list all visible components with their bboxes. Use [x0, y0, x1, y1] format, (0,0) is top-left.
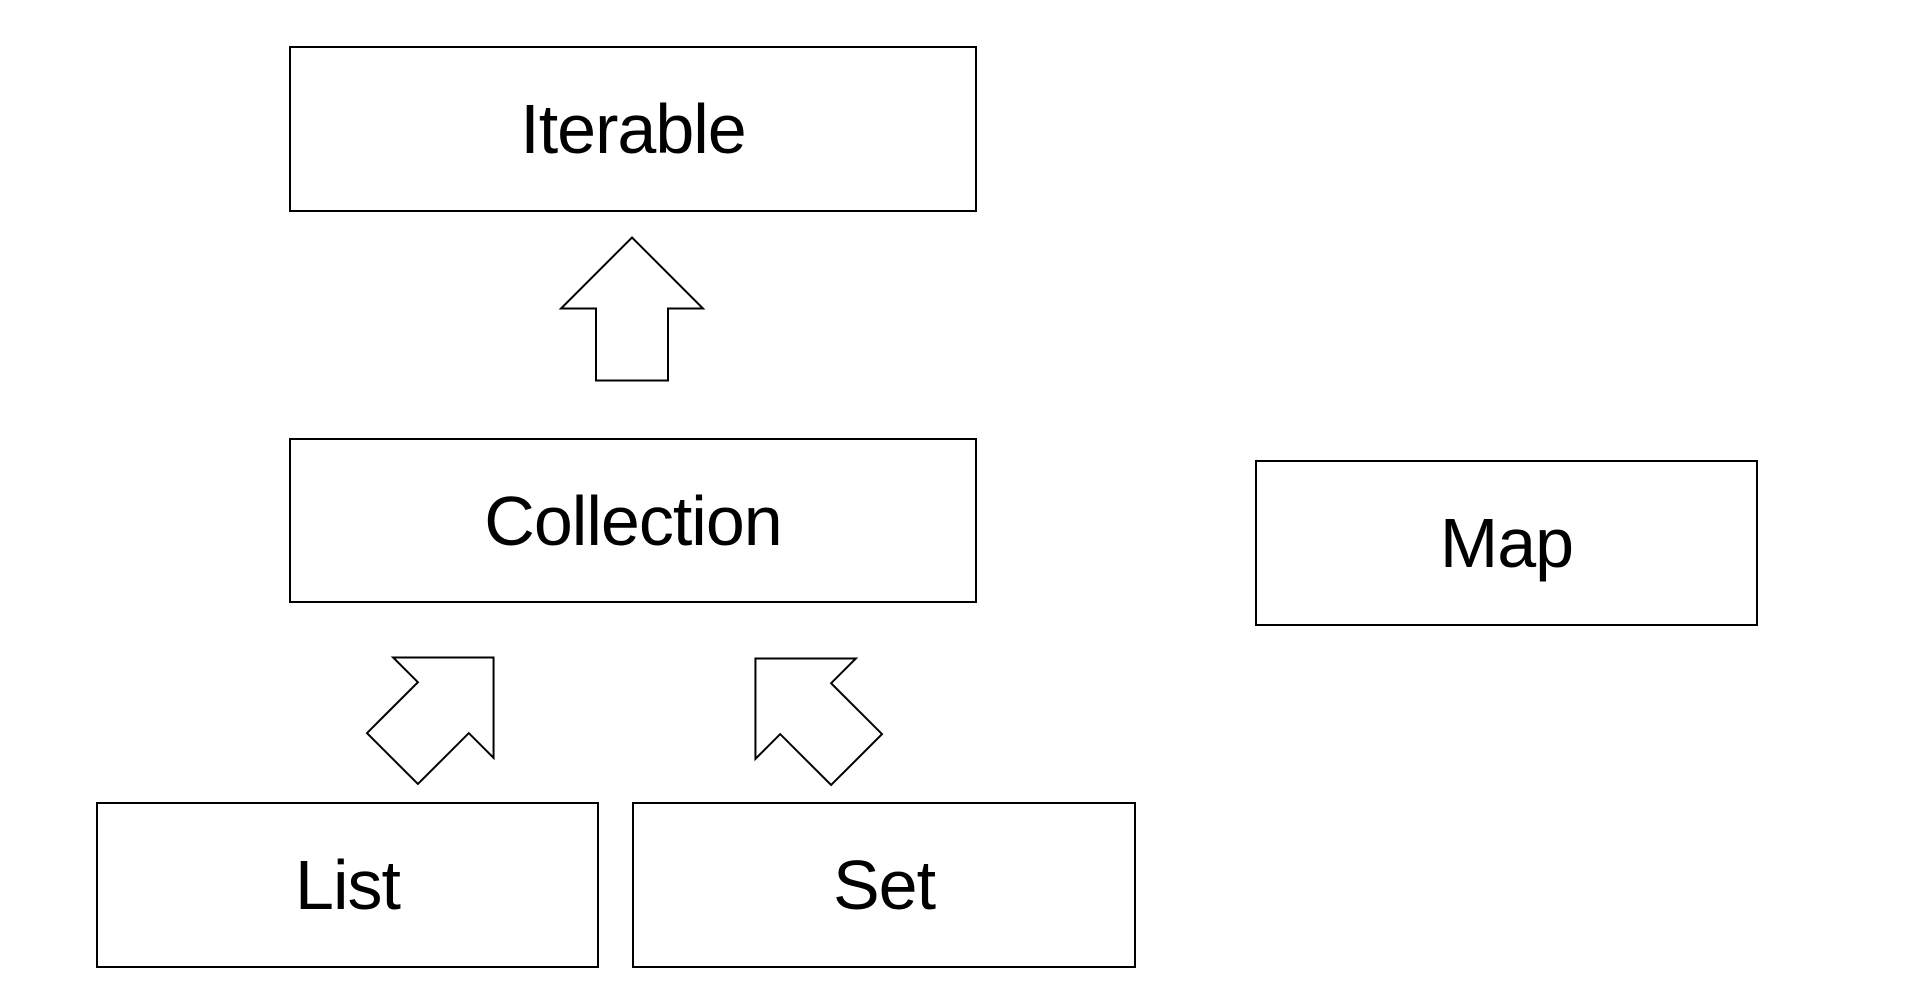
edge-collection-to-iterable: [558, 236, 706, 382]
node-collection: Collection: [289, 438, 977, 603]
node-map-label: Map: [1439, 504, 1574, 582]
node-iterable: Iterable: [289, 46, 977, 212]
up-left-arrow-icon: [754, 657, 884, 787]
node-set-label: Set: [832, 846, 936, 924]
edge-list-to-collection: [365, 656, 495, 786]
node-list: List: [96, 802, 599, 968]
node-map: Map: [1255, 460, 1758, 626]
node-iterable-label: Iterable: [520, 90, 746, 168]
edge-set-to-collection: [754, 657, 884, 787]
node-set: Set: [632, 802, 1136, 968]
node-list-label: List: [295, 846, 401, 924]
node-collection-label: Collection: [484, 481, 782, 560]
up-right-arrow-icon: [365, 656, 495, 786]
up-arrow-icon: [558, 236, 706, 382]
